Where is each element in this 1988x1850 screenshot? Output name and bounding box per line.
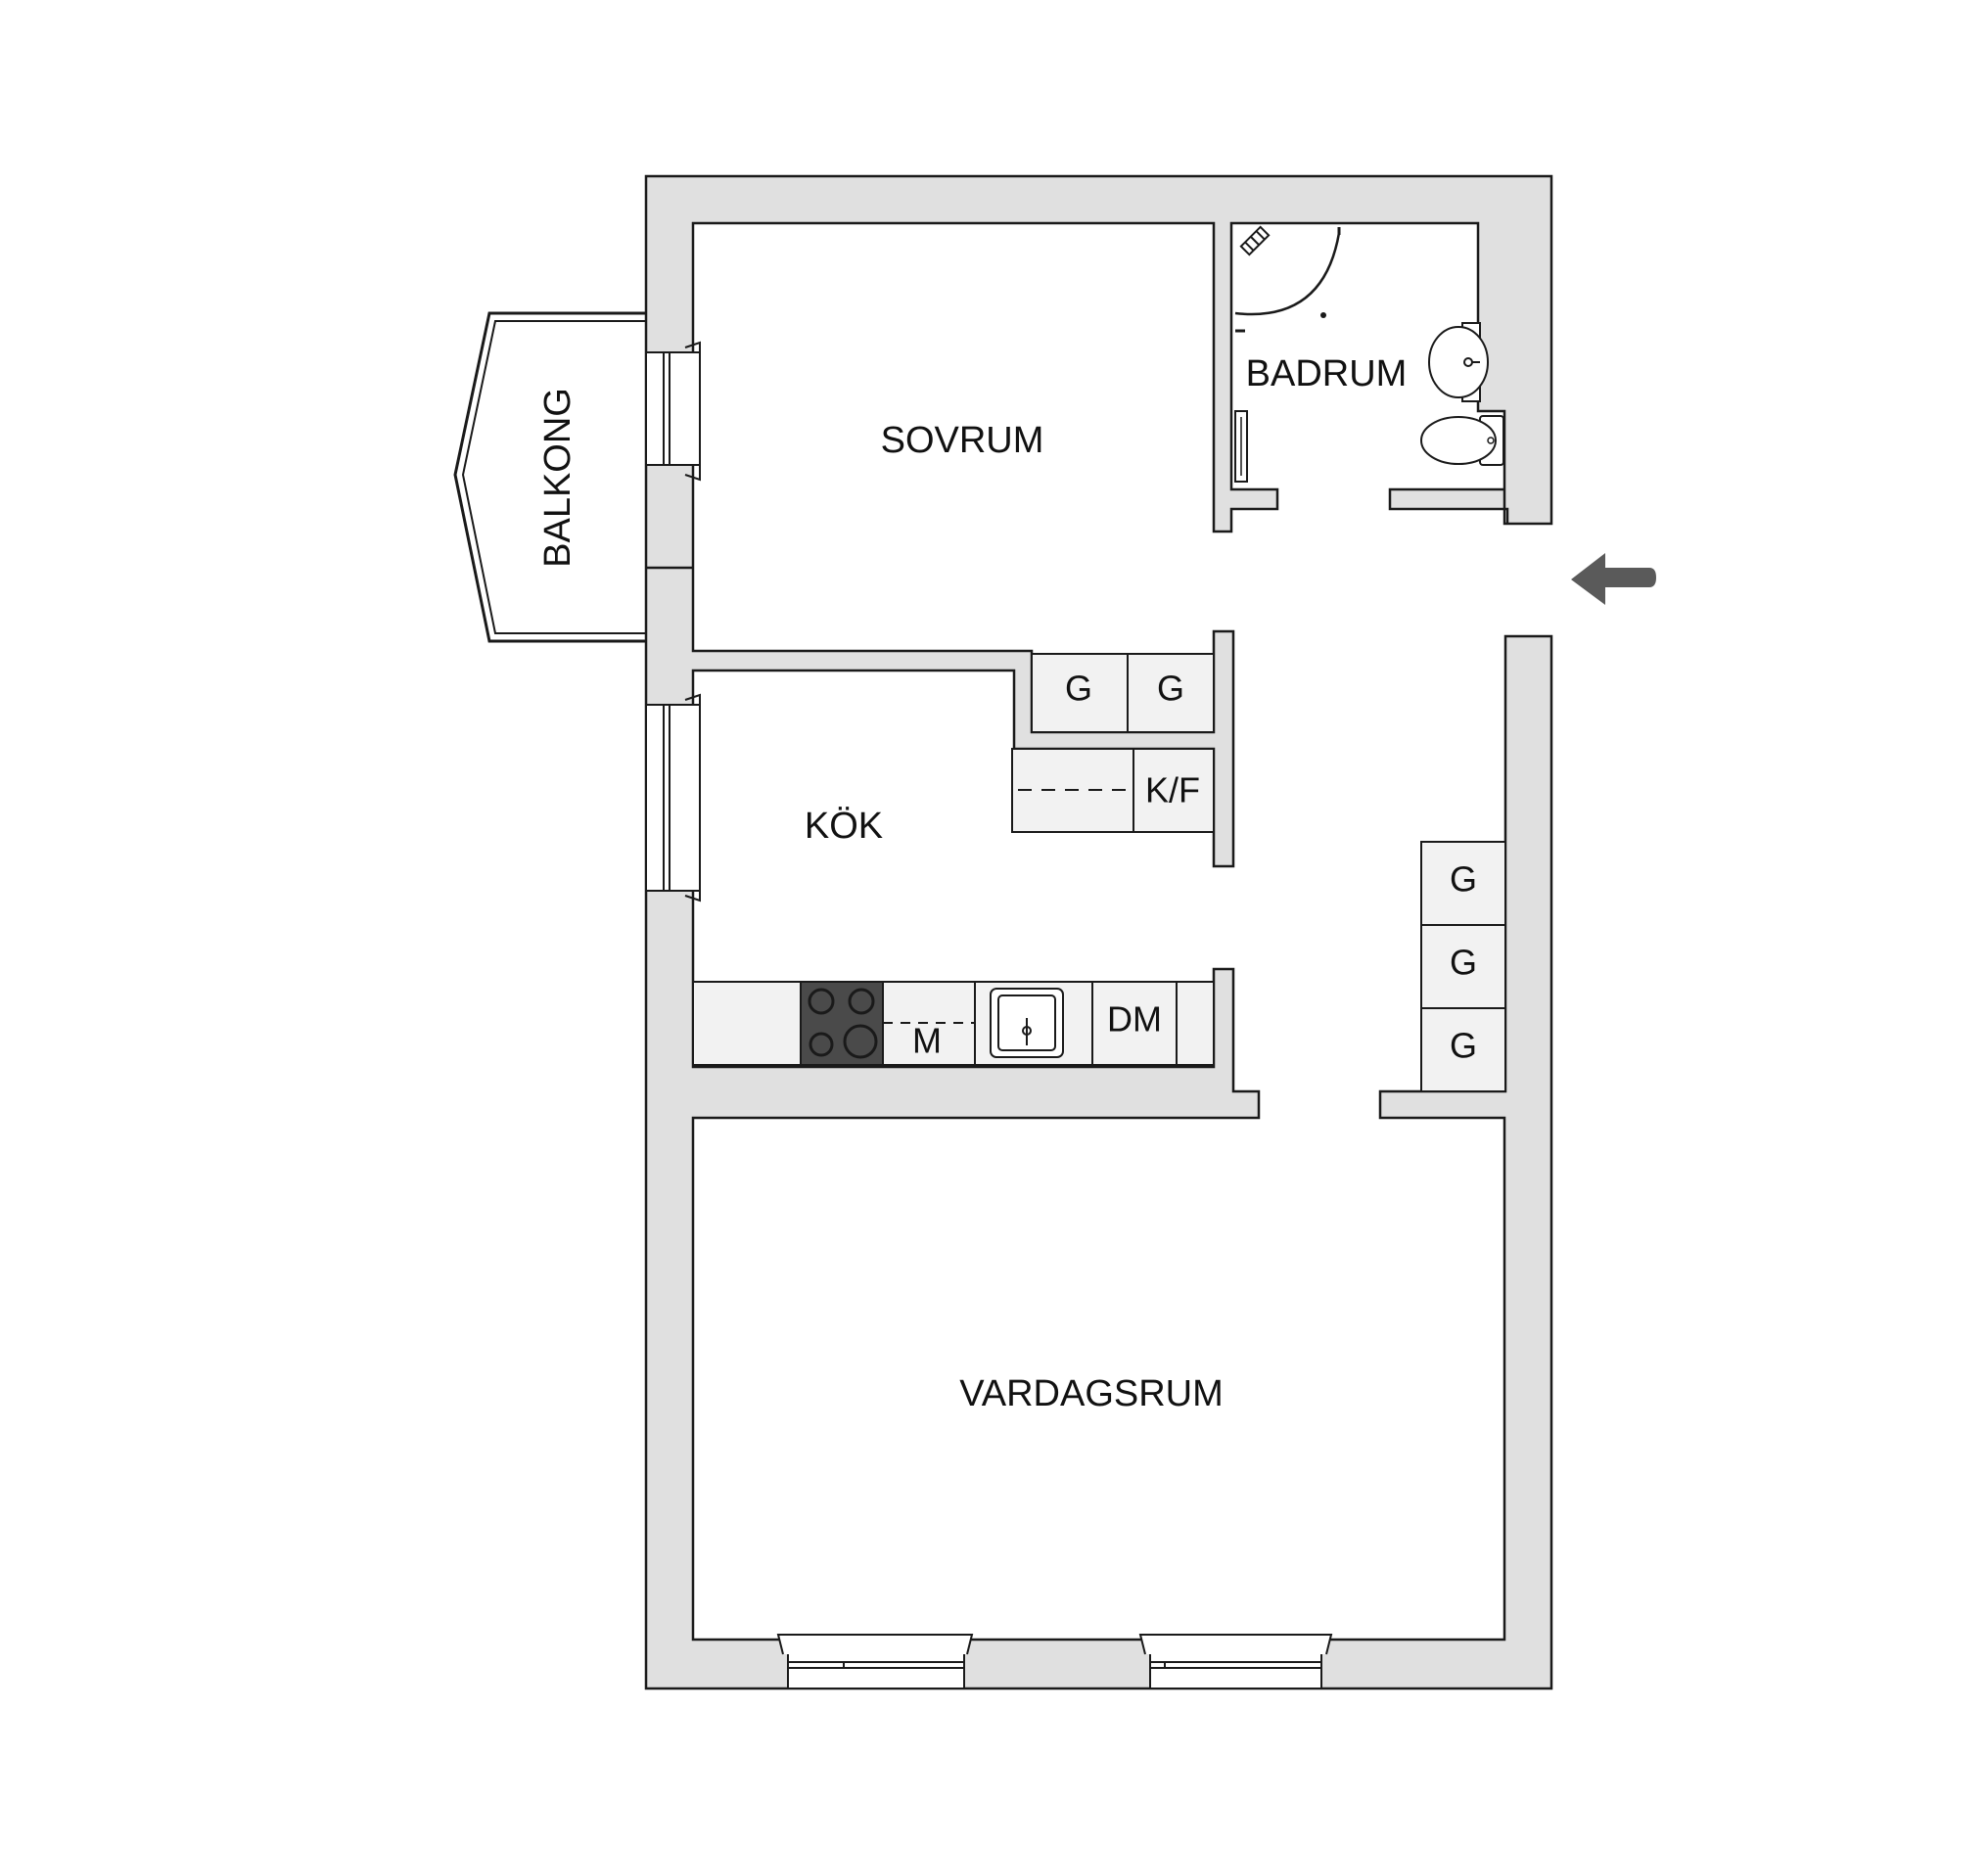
room-label-sovrum: SOVRUM bbox=[881, 420, 1044, 461]
fixture-label-wardrobe-hall-1: G bbox=[1450, 859, 1477, 900]
window-vardagsrum-right bbox=[1138, 1634, 1333, 1689]
wardrobe-hall-1 bbox=[1420, 841, 1506, 926]
wardrobes-top bbox=[1031, 653, 1215, 733]
fixture-label-wardrobe-top-1: G bbox=[1065, 669, 1092, 709]
fixture-label-fridge-freezer: K/F bbox=[1145, 770, 1200, 810]
kitchen-counter bbox=[692, 981, 1215, 1066]
bathroom-fixtures bbox=[1234, 225, 1504, 483]
window-kok bbox=[645, 693, 701, 902]
window-vardagsrum-left bbox=[776, 1634, 974, 1689]
fixture-label-wardrobe-hall-2: G bbox=[1450, 943, 1477, 983]
fixture-label-dishwasher: DM bbox=[1107, 999, 1162, 1040]
room-label-vardagsrum: VARDAGSRUM bbox=[959, 1373, 1224, 1414]
room-label-badrum: BADRUM bbox=[1246, 353, 1408, 394]
window-icon bbox=[645, 704, 701, 892]
fridge-freezer bbox=[1133, 748, 1215, 833]
room-label-balkong: BALKONG bbox=[537, 388, 578, 568]
radiator-icon bbox=[1234, 410, 1248, 483]
wardrobes-hall bbox=[1420, 841, 1506, 1092]
toilet-icon bbox=[1420, 415, 1504, 466]
room-label-kok: KÖK bbox=[805, 806, 883, 847]
balcony-outline bbox=[453, 311, 646, 643]
window-sovrum bbox=[645, 341, 701, 482]
wardrobe-hall-2 bbox=[1420, 924, 1506, 1009]
balcony-inner-outline bbox=[461, 320, 646, 634]
window-icon bbox=[645, 351, 701, 466]
balcony bbox=[453, 311, 646, 643]
washbasin-icon bbox=[1428, 322, 1489, 402]
wardrobe-top-1 bbox=[1031, 653, 1129, 733]
shower-icon bbox=[1234, 225, 1341, 333]
entrance-arrow-icon bbox=[1571, 553, 1656, 605]
fixture-label-wardrobe-top-2: G bbox=[1157, 669, 1184, 709]
wardrobe-top-2 bbox=[1127, 653, 1215, 733]
fixture-label-microwave: M bbox=[912, 1021, 942, 1061]
wardrobe-hall-3 bbox=[1420, 1007, 1506, 1092]
fixture-label-wardrobe-hall-3: G bbox=[1450, 1026, 1477, 1066]
fridge-freezer-unit bbox=[1011, 748, 1215, 833]
